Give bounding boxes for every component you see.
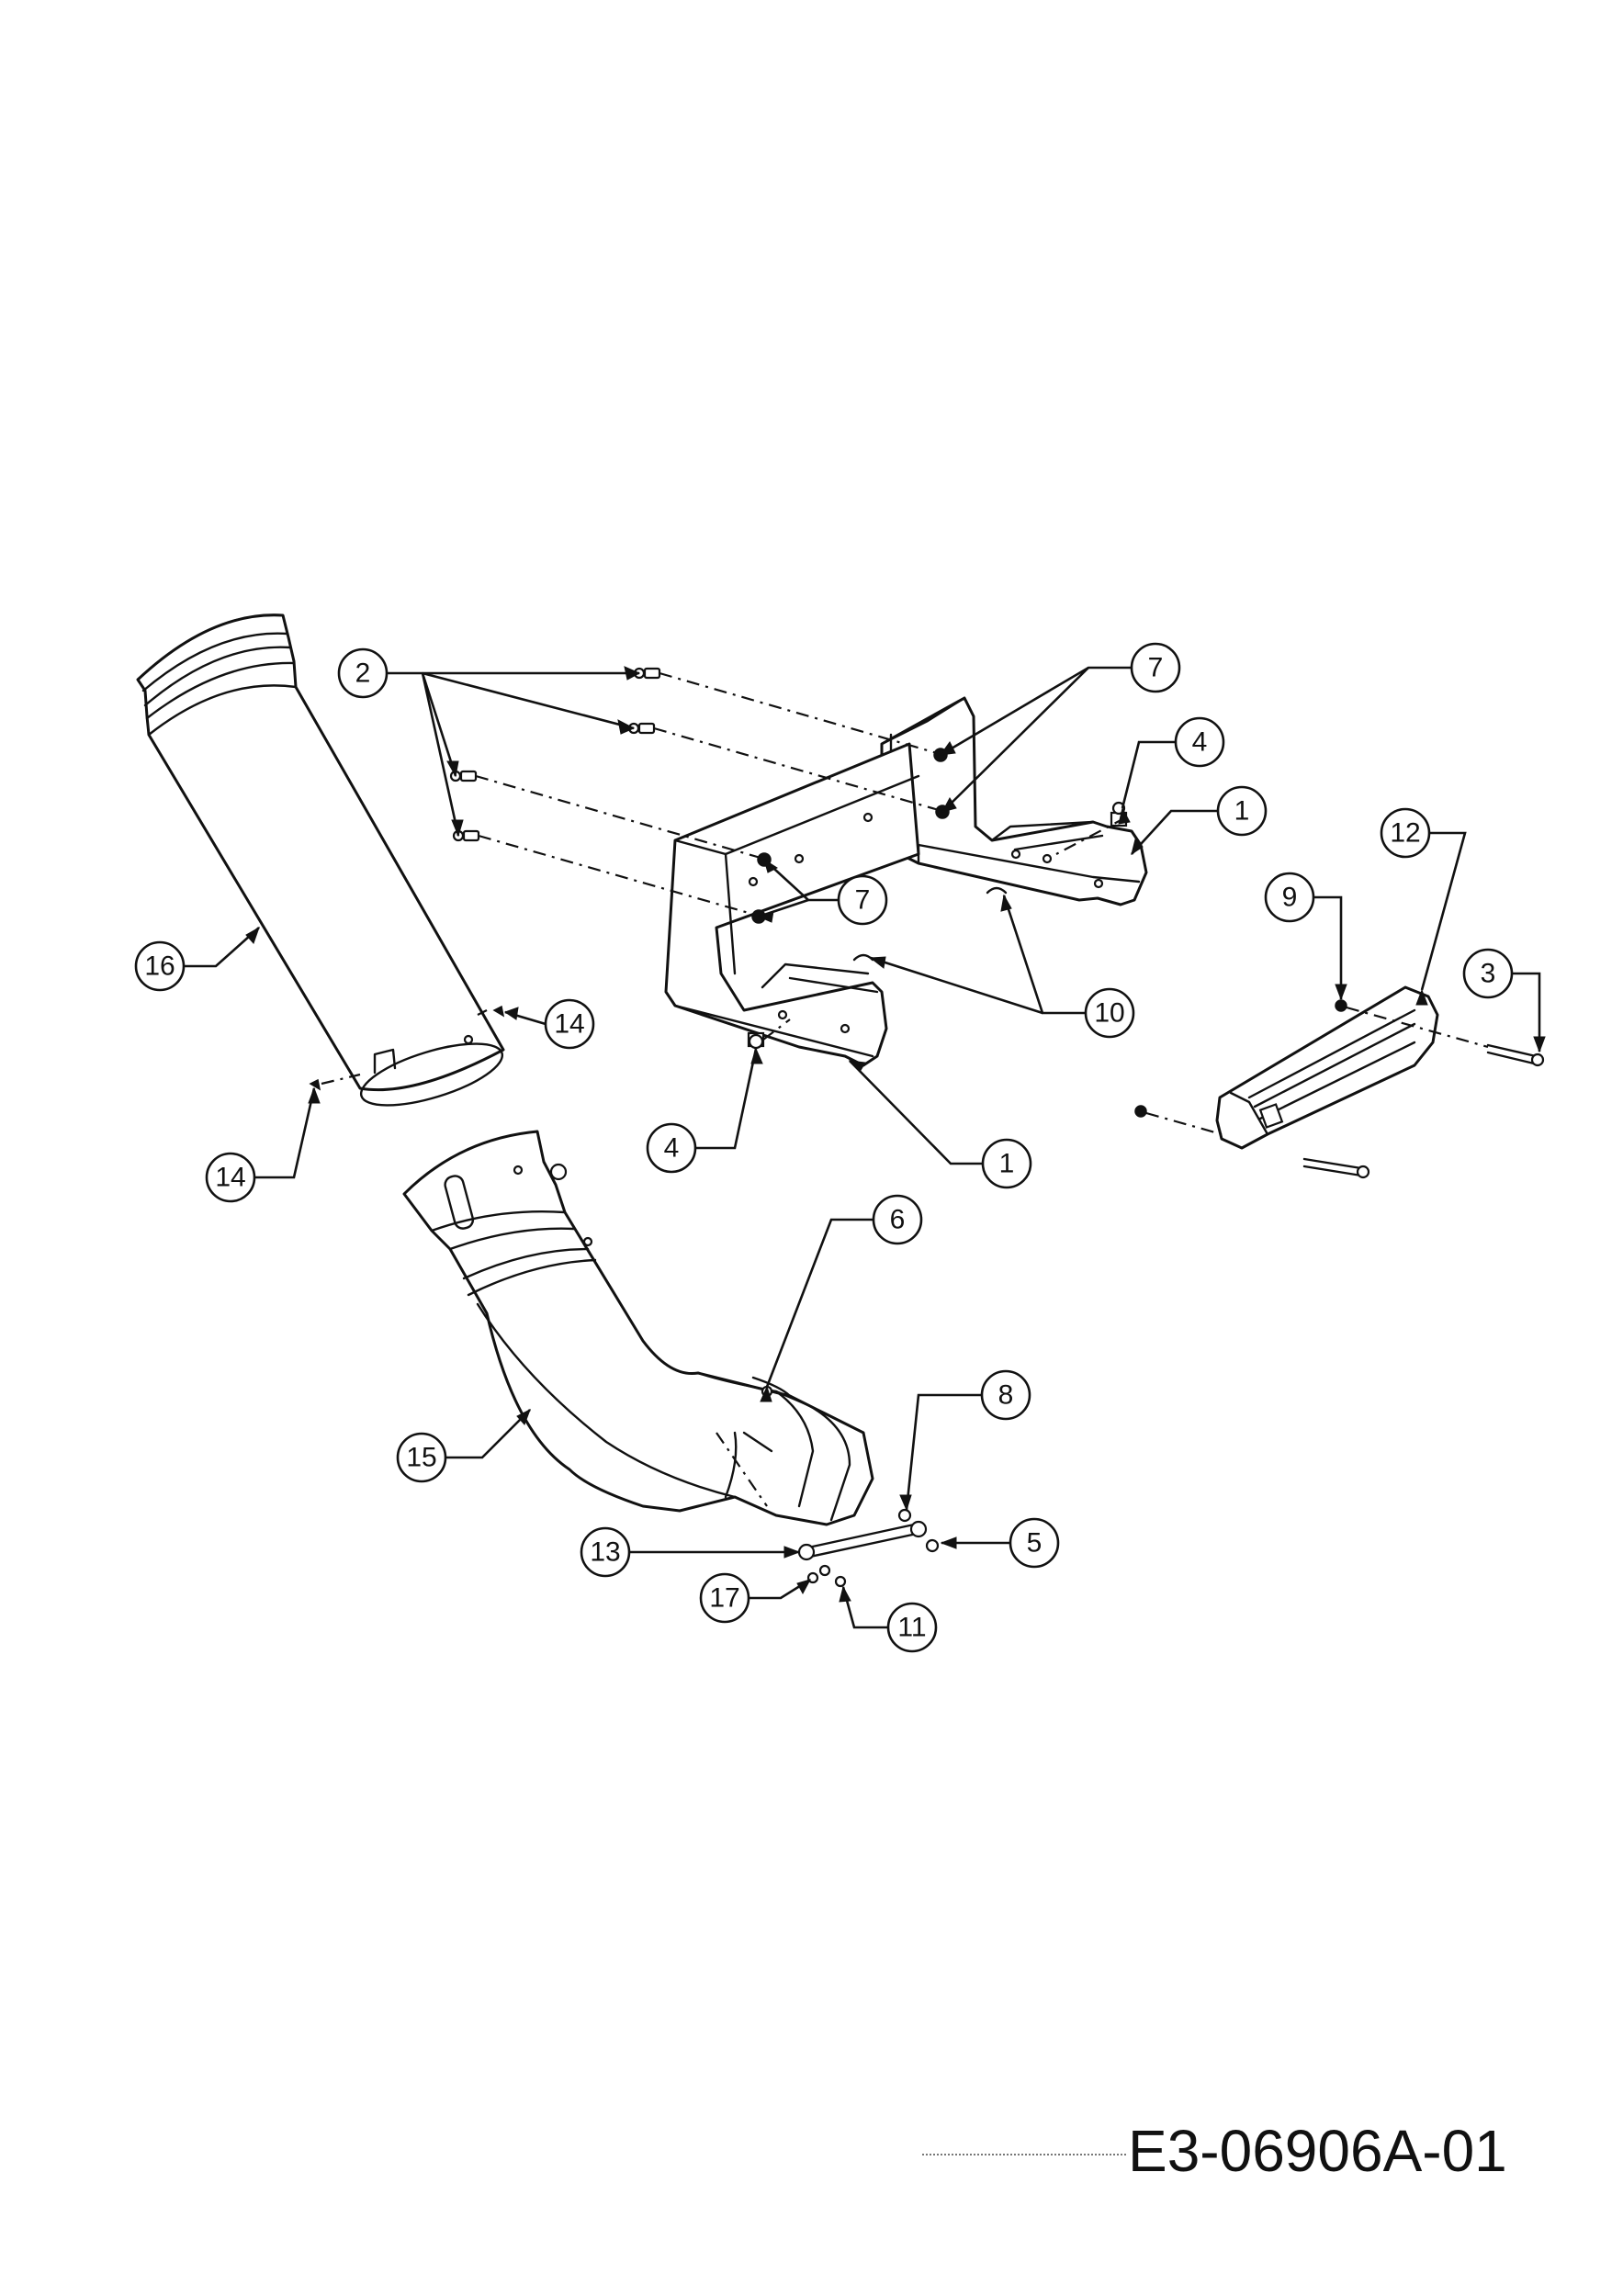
discharge-tube-upper [136,613,505,1107]
callout-7-lower: 7 [837,874,888,926]
assembly-lines [321,671,1489,1507]
id-leader-dots [922,2154,1126,2155]
callout-label: 11 [897,1613,926,1643]
callout-15: 15 [396,1432,447,1483]
callout-8: 8 [980,1369,1031,1421]
callout-6: 6 [872,1194,923,1245]
callout-1-lower: 1 [981,1138,1032,1189]
callout-label: 8 [998,1380,1014,1411]
arrowheads [245,666,1546,1603]
callout-14-left: 14 [205,1152,256,1203]
callout-label: 16 [144,951,175,982]
discharge-chute-lower [402,1130,874,1526]
callout-label: 4 [664,1133,680,1164]
callout-4-upper: 4 [1174,716,1225,768]
callout-label: 9 [1282,883,1298,913]
stud-4b [747,1031,765,1050]
callout-3: 3 [1462,948,1514,999]
callout-label: 5 [1027,1528,1043,1559]
callout-12: 12 [1380,807,1431,859]
callout-4-lower: 4 [646,1122,697,1174]
bolt-2c [449,770,478,782]
callout-2: 2 [337,647,389,699]
callout-label: 13 [590,1537,620,1568]
callout-label: 17 [709,1583,739,1614]
callout-9: 9 [1264,872,1315,923]
callout-17: 17 [699,1572,750,1624]
callout-16: 16 [134,940,186,992]
callout-label: 4 [1192,727,1208,758]
callout-label: 14 [554,1009,584,1040]
callout-label: 2 [355,658,371,689]
callout-label: 6 [890,1205,906,1235]
callout-label: 7 [855,885,871,916]
callout-label: 1 [999,1149,1015,1179]
callout-label: 12 [1390,818,1420,849]
callout-11: 11 [886,1602,938,1653]
callout-1-upper: 1 [1216,785,1268,837]
callout-13: 13 [580,1526,631,1578]
deflector-block [1215,985,1439,1150]
diagram-id-label: E3-06906A-01 [1128,2118,1507,2184]
callout-label: 14 [215,1163,245,1193]
callout-label: 7 [1148,653,1164,683]
leader-lines [184,666,1541,1629]
callout-7-upper: 7 [1130,642,1181,693]
callout-label: 1 [1234,796,1250,827]
callout-14-right: 14 [544,998,595,1050]
callout-label: 15 [406,1443,436,1473]
callout-label: 10 [1094,998,1124,1029]
callout-5: 5 [1009,1517,1060,1569]
callout-10: 10 [1084,987,1135,1039]
callout-label: 3 [1481,959,1496,989]
